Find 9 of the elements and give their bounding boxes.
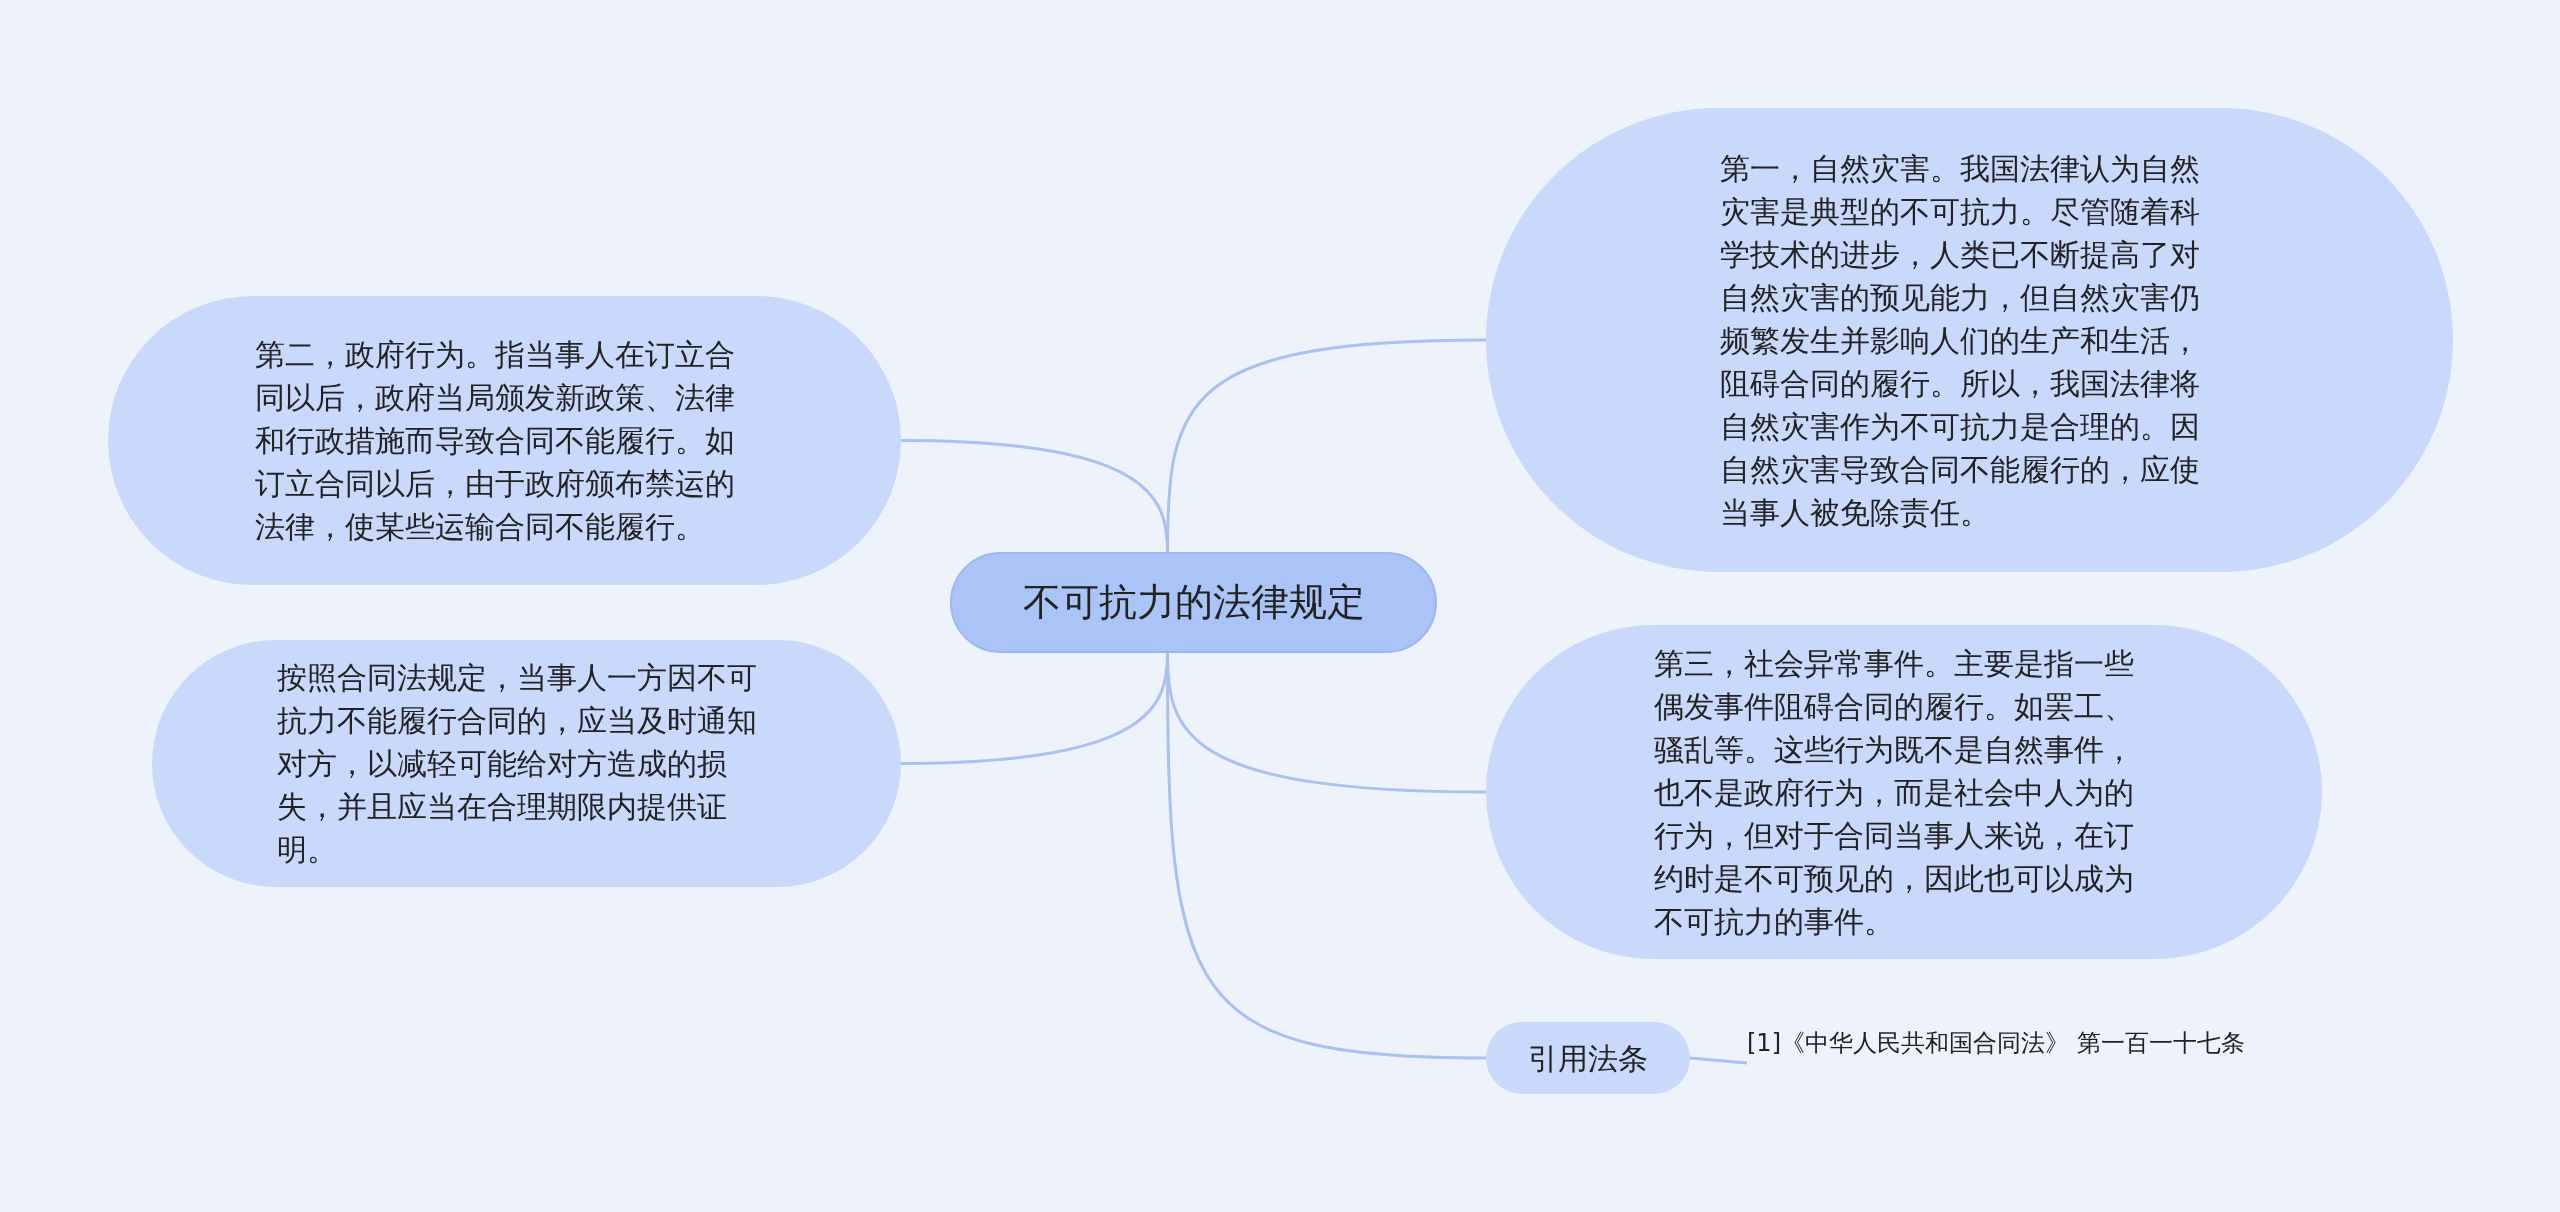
connector-line [1166, 338, 1487, 553]
connector-line [1689, 1056, 1748, 1065]
topic-text: 按照合同法规定，当事人一方因不可抗力不能履行合同的，应当及时通知对方，以减轻可能给对方造成的损失，并且应当在合理期限内提供证明。 [276, 659, 758, 869]
topic-text: 第二，政府行为。指当事人在订立合同以后，政府当局颁发新政策、法律和行政措施而导致合同不能履行。如订立合同以后，由于政府颁布禁运的法律，使某些运输合同不能履行。 [254, 336, 736, 546]
topic-text: 第一，自然灾害。我国法律认为自然灾害是典型的不可抗力。尽管随着科学技术的进步，人类已不断提高了对自然灾害的预见能力，但自然灾害仍频繁发生并影响人们的生产和生活，阻碍合同的履行。所以，我国法律将自然灾害作为不可抗力是合理的。因自然灾害导致合同不能履行的，应使当事人被免除责任。 [1719, 149, 2201, 532]
topic-text: 第三，社会异常事件。主要是指一些偶发事件阻碍合同的履行。如罢工、骚乱等。这些行为既不是自然事件，也不是政府行为，而是社会中人为的行为，但对于合同当事人来说，在订约时是不可预见的，因此也可以成为不可抗力的事件。 [1654, 644, 2135, 941]
topic-text: 引用法条 [1527, 1039, 1649, 1078]
citation-text: [1]《中华人民共和国合同法》 第一百一十七条 [1747, 1028, 2246, 1058]
topic-text: 不可抗力的法律规定 [1021, 581, 1366, 624]
